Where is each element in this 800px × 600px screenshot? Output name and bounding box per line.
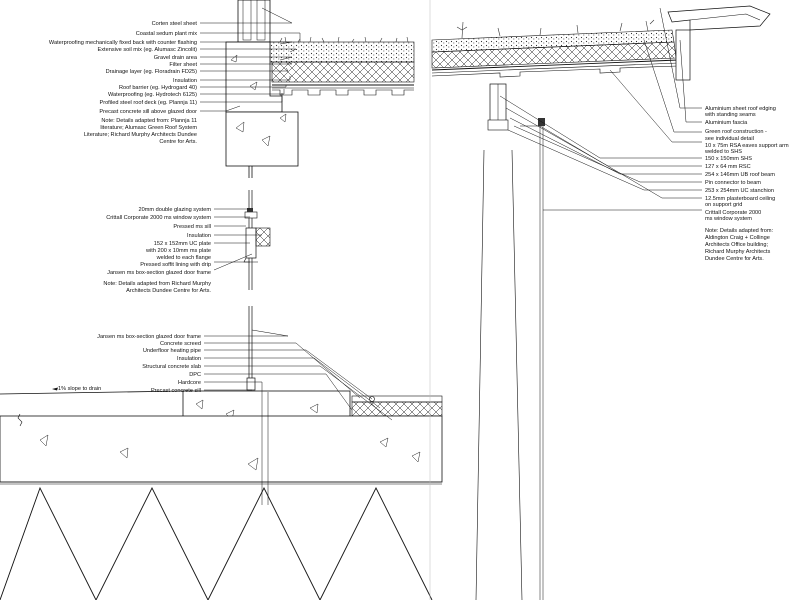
window-leader-lines xyxy=(213,208,262,271)
floor-leader-lines xyxy=(204,329,393,505)
corten-parapet xyxy=(237,0,271,43)
floor-threshold-section xyxy=(0,306,443,600)
floor-insulation xyxy=(351,401,443,417)
eaves-label: Crittall Corporate 2000 xyxy=(705,210,761,216)
eaves-label: welded to SHS xyxy=(704,149,742,155)
eaves-leader-lines xyxy=(499,7,702,211)
roof-label: Gravel drain area xyxy=(154,55,198,61)
window-label: Pressed ms sill xyxy=(173,224,211,230)
roof-label: Profiled steel roof deck (eg. Plannja 11… xyxy=(99,100,197,106)
floor-label: Precast concrete sill xyxy=(151,388,201,394)
roof-label: Extensive soil mix (eg. Alumasc Zincolit… xyxy=(98,47,198,53)
roof-note-line: literature; Alumasc Green Roof System xyxy=(100,125,197,131)
eaves-label: 10 x 75m RSA eaves support arm xyxy=(705,143,789,149)
slope-arrow-icon xyxy=(52,387,58,391)
eaves-label: 12.5mm plasterboard ceiling xyxy=(705,196,775,202)
roof-note-line: Note: Details adapted from: Plannja 11 xyxy=(101,118,197,124)
roof-label: Roof barrier (eg. Hydrogard 40) xyxy=(119,85,197,91)
floor-label: Underfloor heating pipe xyxy=(143,348,201,354)
sill-lower-block xyxy=(225,111,299,167)
window-label: 152 x 152mm UC plate xyxy=(154,241,211,247)
window-label: with 200 x 10mm ms plate xyxy=(145,248,211,254)
roof-label: Filter sheet xyxy=(169,62,197,68)
window-label: welded to each flange xyxy=(156,255,211,261)
eaves-note-line: Richard Murphy Architects xyxy=(705,249,770,255)
window-label: Pressed soffit lining with drip xyxy=(140,262,211,268)
window-note-line: Note: Details adapted from Richard Murph… xyxy=(103,281,211,287)
floor-label: Insulation xyxy=(177,356,201,362)
floor-label: Concrete screed xyxy=(160,341,201,347)
roof-label: Coastal sedum plant mix xyxy=(136,31,197,37)
roof-label: Corten steel sheet xyxy=(152,21,198,27)
roof-label: Waterproofing mechanically fixed back wi… xyxy=(49,40,197,46)
eaves-note-line: Dundee Centre for Arts. xyxy=(705,256,764,262)
structural-concrete-slab xyxy=(0,415,443,483)
window-insulation xyxy=(255,227,271,247)
aluminium-fascia xyxy=(675,29,691,81)
roof-leader-lines xyxy=(200,7,301,112)
eaves-label: on support grid xyxy=(705,202,742,208)
eaves-label: 127 x 64 mm RSC xyxy=(705,164,751,170)
roof-label: Drainage layer (eg. Floradrain FD25) xyxy=(106,69,198,75)
aluminium-roof-edging xyxy=(667,5,771,31)
roof-label: Precast concrete sill above glazed door xyxy=(99,109,197,115)
window-label-column: 20mm double glazing system Crittall Corp… xyxy=(103,207,211,294)
roof-label: Waterproofing (eg. Hydrotech 6125) xyxy=(108,92,197,98)
window-label: Jansen ms box-section glazed door frame xyxy=(107,270,211,276)
roof-label-column: Corten steel sheet Coastal sedum plant m… xyxy=(49,21,198,145)
window-label: 20mm double glazing system xyxy=(139,207,212,213)
roof-label: Insulation xyxy=(173,78,197,84)
eaves-label: 254 x 146mm UB roof beam xyxy=(705,172,775,178)
eaves-note-line: Architects Office building; xyxy=(705,242,768,248)
sedum-soil-layer xyxy=(269,41,415,63)
window-label: Crittall Corporate 2000 ms window system xyxy=(106,215,211,221)
eaves-label: 253 x 254mm UC stanchion xyxy=(705,188,774,194)
hardcore-zigzag xyxy=(0,486,433,600)
window-head-section xyxy=(243,190,271,290)
eaves-label: Pin connector to beam xyxy=(705,180,761,186)
window-label: Insulation xyxy=(187,233,211,239)
eaves-label: see individual detail xyxy=(705,136,754,142)
eaves-note-line: Note: Details adapted from: xyxy=(705,228,774,234)
eaves-label: 150 x 150mm SHS xyxy=(705,156,752,162)
eaves-section xyxy=(429,0,771,600)
floor-label: Structural concrete slab xyxy=(142,364,201,370)
eaves-label: Green roof construction - xyxy=(705,129,767,135)
floor-label: Jansen ms box-section glazed door frame xyxy=(97,334,201,340)
floor-label: Hardcore xyxy=(178,380,201,386)
eaves-label: ms window system xyxy=(705,216,752,222)
roof-note-line: Literature; Richard Murphy Architects Du… xyxy=(84,132,197,138)
eaves-label: Aluminium sheet roof edging xyxy=(705,106,776,112)
roof-insulation-layer xyxy=(271,61,415,83)
eaves-label: Aluminium fascia xyxy=(705,120,748,126)
floor-label-column: Jansen ms box-section glazed door frame … xyxy=(52,334,201,394)
eaves-label: with standing seams xyxy=(704,112,756,118)
roof-edge-section xyxy=(225,0,415,178)
eaves-label-column: Aluminium sheet roof edging with standin… xyxy=(704,106,789,262)
window-note-line: Architects Dundee Centre for Arts. xyxy=(126,288,211,294)
roof-note-line: Centre for Arts. xyxy=(159,139,197,145)
floor-label: DPC xyxy=(189,372,201,378)
slope-to-drain-label: 1% slope to drain xyxy=(58,386,101,392)
external-ground-line xyxy=(0,390,184,395)
eaves-note-line: Aldington Craig + Collinge xyxy=(705,235,770,241)
